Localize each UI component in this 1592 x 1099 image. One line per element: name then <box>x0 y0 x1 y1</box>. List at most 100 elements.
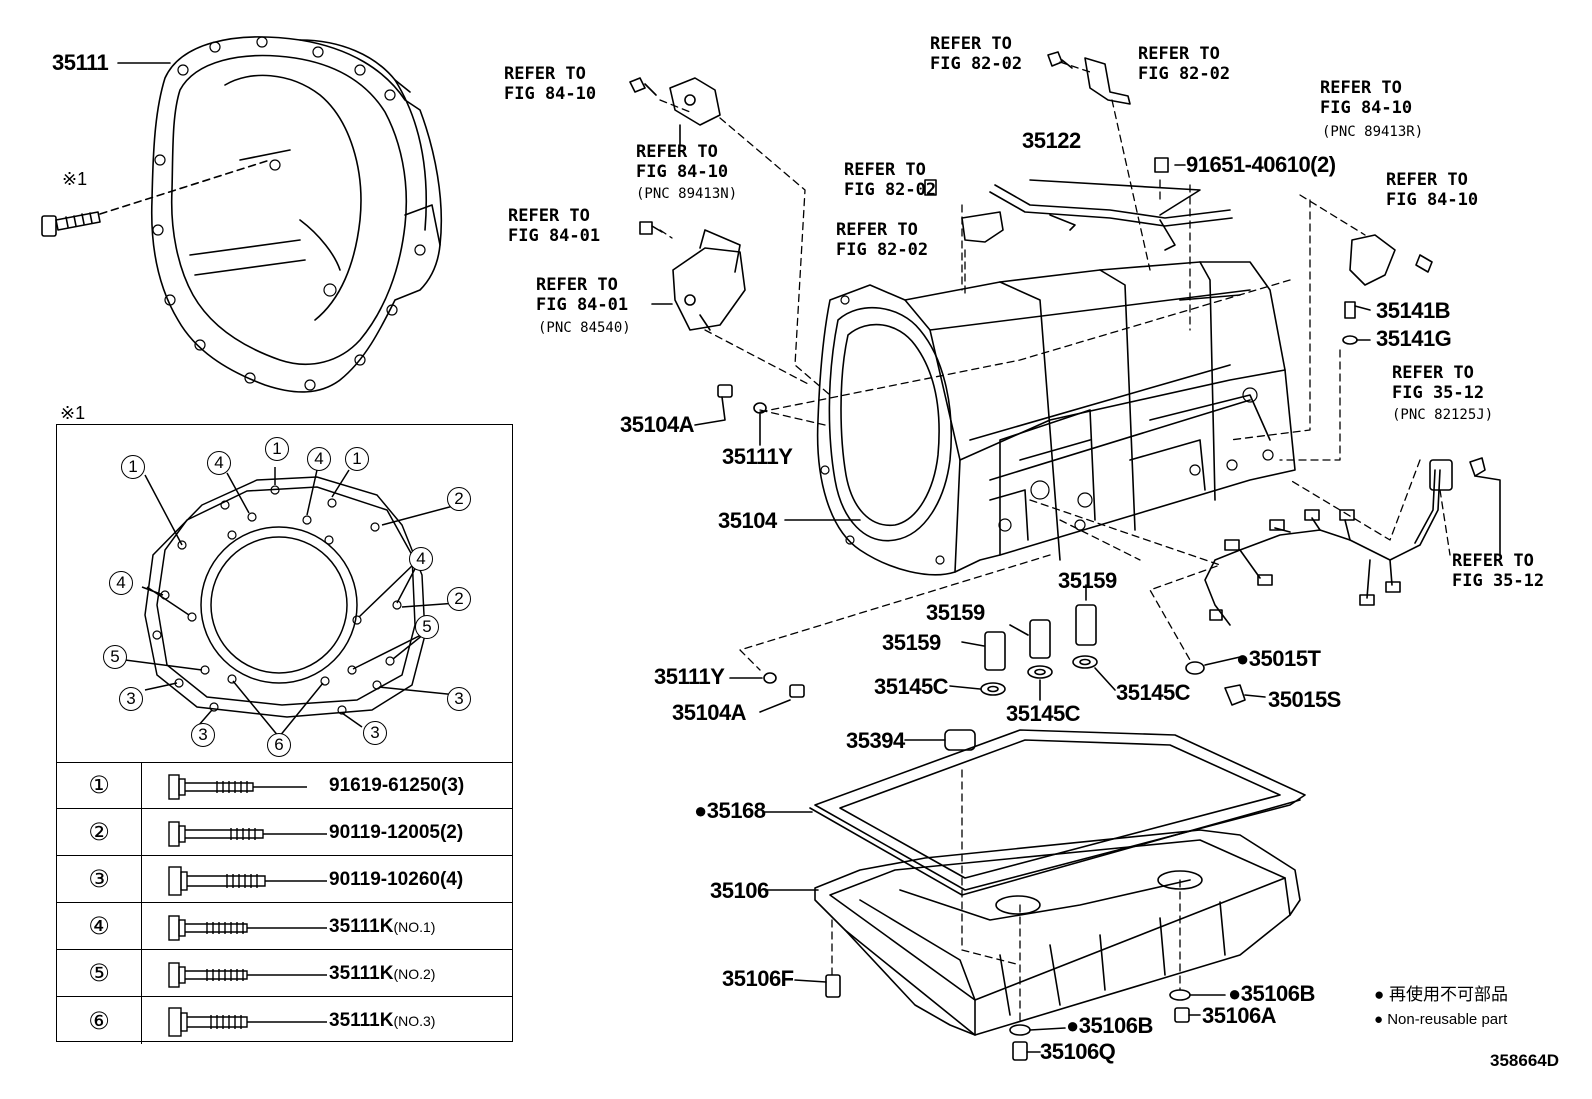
callout-5b: 5 <box>415 615 439 639</box>
legend-row-4: ④ 35111K(NO.1) <box>57 903 512 950</box>
oil-pipe-drawing <box>989 157 1233 251</box>
legend-part-6: 35111K(NO.3) <box>329 1010 436 1031</box>
callout-2b: 2 <box>447 587 471 611</box>
ref-fig-84-10-c: REFER TO FIG 84-10 <box>1320 78 1413 118</box>
label-35145c-a: 35145C <box>874 674 949 699</box>
oil-pan-drawing <box>814 829 1301 1036</box>
label-91651-40610: 91651-40610(2) <box>1186 152 1336 177</box>
label-35159-a: 35159 <box>1058 568 1117 593</box>
callout-5a: 5 <box>103 645 127 669</box>
legend-num-4: ④ <box>57 903 142 949</box>
oil-pan-gasket-drawing <box>809 729 1306 896</box>
ref-pnc-82125j: (PNC 82125J) <box>1392 407 1494 423</box>
callout-1a: 1 <box>121 455 145 479</box>
callout-6: 6 <box>267 733 291 757</box>
note-non-reusable-ja: ● 再使用不可部品 <box>1374 985 1508 1004</box>
legend-num-1: ① <box>57 762 142 808</box>
bolt-icon-long <box>168 774 307 800</box>
bell-housing-drawing <box>150 36 443 393</box>
label-35122: 35122 <box>1022 128 1081 153</box>
callout-3d: 3 <box>363 721 387 745</box>
label-35111y-top: 35111Y <box>722 444 793 469</box>
callout-4a: 4 <box>207 451 231 475</box>
transmission-case-drawing <box>816 261 1296 576</box>
bolt-icon-4 <box>168 915 327 941</box>
legend-row-6: ⑥ 35111K(NO.3) <box>57 997 512 1044</box>
figure-id: 358664D <box>1490 1051 1560 1070</box>
label-35104: 35104 <box>718 508 777 533</box>
ref-pnc-84540: (PNC 84540) <box>538 320 631 336</box>
label-35111y-bottom: 35111Y <box>654 664 725 689</box>
legend-part-5: 35111K(NO.2) <box>329 963 436 984</box>
bolt-drawing <box>41 211 101 237</box>
label-35141g: 35141G <box>1376 326 1452 351</box>
ref-fig-84-01-a: REFER TO FIG 84-01 <box>508 206 601 246</box>
label-35141b: 35141B <box>1376 298 1451 323</box>
bolt-legend-table: 1 4 1 4 1 2 4 4 2 5 5 3 3 3 3 6 ① 91619-… <box>56 424 513 1044</box>
bolt-icon-6 <box>168 1007 327 1037</box>
ref-fig-82-02-d: REFER TO FIG 82-02 <box>836 220 929 260</box>
label-35106: 35106 <box>710 878 769 903</box>
bolt-icon-3 <box>168 866 327 896</box>
callout-3b: 3 <box>447 687 471 711</box>
label-mark1: ※1 <box>62 169 88 189</box>
bolt-location-diagram: 1 4 1 4 1 2 4 4 2 5 5 3 3 3 3 6 <box>57 425 512 763</box>
note-non-reusable-en: ● Non-reusable part <box>1374 1011 1508 1028</box>
right-sensor-drawing <box>1342 234 1433 345</box>
legend-row-1: ① 91619-61250(3) <box>57 762 512 809</box>
ref-fig-82-02-c: REFER TO FIG 82-02 <box>844 160 937 200</box>
label-35015s: 35015S <box>1268 687 1341 712</box>
ref-fig-82-02-b: REFER TO FIG 82-02 <box>1138 44 1231 84</box>
legend-part-3: 90119-10260(4) <box>329 869 464 890</box>
legend-part-2: 90119-12005(2) <box>329 822 464 843</box>
ref-fig-35-12-a: REFER TO FIG 35-12 <box>1392 363 1485 403</box>
legend-num-6: ⑥ <box>57 997 142 1044</box>
callout-3a: 3 <box>119 687 143 711</box>
bracket-drawing <box>924 51 1131 243</box>
callout-4b: 4 <box>307 447 331 471</box>
legend-part-4: 35111K(NO.1) <box>329 916 436 937</box>
label-35111: 35111 <box>52 50 109 75</box>
callout-4d: 4 <box>409 547 433 571</box>
callout-1c: 1 <box>345 447 369 471</box>
bolt-icon-5 <box>168 962 327 988</box>
callout-1b: 1 <box>265 437 289 461</box>
label-mark1-legend: ※1 <box>60 403 86 423</box>
legend-num-3: ③ <box>57 856 142 902</box>
neutral-switch-drawing <box>639 221 746 331</box>
legend-num-5: ⑤ <box>57 950 142 996</box>
legend-row-5: ⑤ 35111K(NO.2) <box>57 950 512 997</box>
label-35104a-top: 35104A <box>620 412 695 437</box>
ref-fig-84-10-d: REFER TO FIG 84-10 <box>1386 170 1479 210</box>
label-35106q: 35106Q <box>1040 1039 1116 1064</box>
label-35159-c: 35159 <box>882 630 941 655</box>
label-35106b-right: ●35106B <box>1228 981 1315 1006</box>
ref-fig-84-01-b: REFER TO FIG 84-01 <box>536 275 629 315</box>
label-35106a: 35106A <box>1202 1003 1277 1028</box>
wire-harness-drawing <box>1204 457 1486 626</box>
label-35106f: 35106F <box>722 966 794 991</box>
ref-fig-84-10-b: REFER TO FIG 84-10 <box>636 142 729 182</box>
bolt-location-artwork <box>124 467 458 738</box>
callout-2a: 2 <box>447 487 471 511</box>
legend-num-2: ② <box>57 809 142 855</box>
label-35394: 35394 <box>846 728 905 753</box>
callout-3c: 3 <box>191 723 215 747</box>
ref-pnc-89413n: (PNC 89413N) <box>636 186 738 202</box>
label-35106b-center: ●35106B <box>1066 1013 1153 1038</box>
label-35168: ●35168 <box>694 798 766 823</box>
label-35159-b: 35159 <box>926 600 985 625</box>
label-35145c-c: 35145C <box>1116 680 1191 705</box>
ref-fig-35-12-b: REFER TO FIG 35-12 <box>1452 551 1545 591</box>
label-35145c-b: 35145C <box>1006 701 1081 726</box>
ref-fig-82-02-a: REFER TO FIG 82-02 <box>930 34 1023 74</box>
legend-row-3: ③ 90119-10260(4) <box>57 856 512 903</box>
label-35104a-bottom: 35104A <box>672 700 747 725</box>
ref-pnc-89413r: (PNC 89413R) <box>1322 124 1424 140</box>
legend-row-2: ② 90119-12005(2) <box>57 809 512 856</box>
ref-fig-84-10-a: REFER TO FIG 84-10 <box>504 64 597 104</box>
speed-sensor-drawing <box>629 77 721 126</box>
plug-35159 <box>980 604 1098 696</box>
